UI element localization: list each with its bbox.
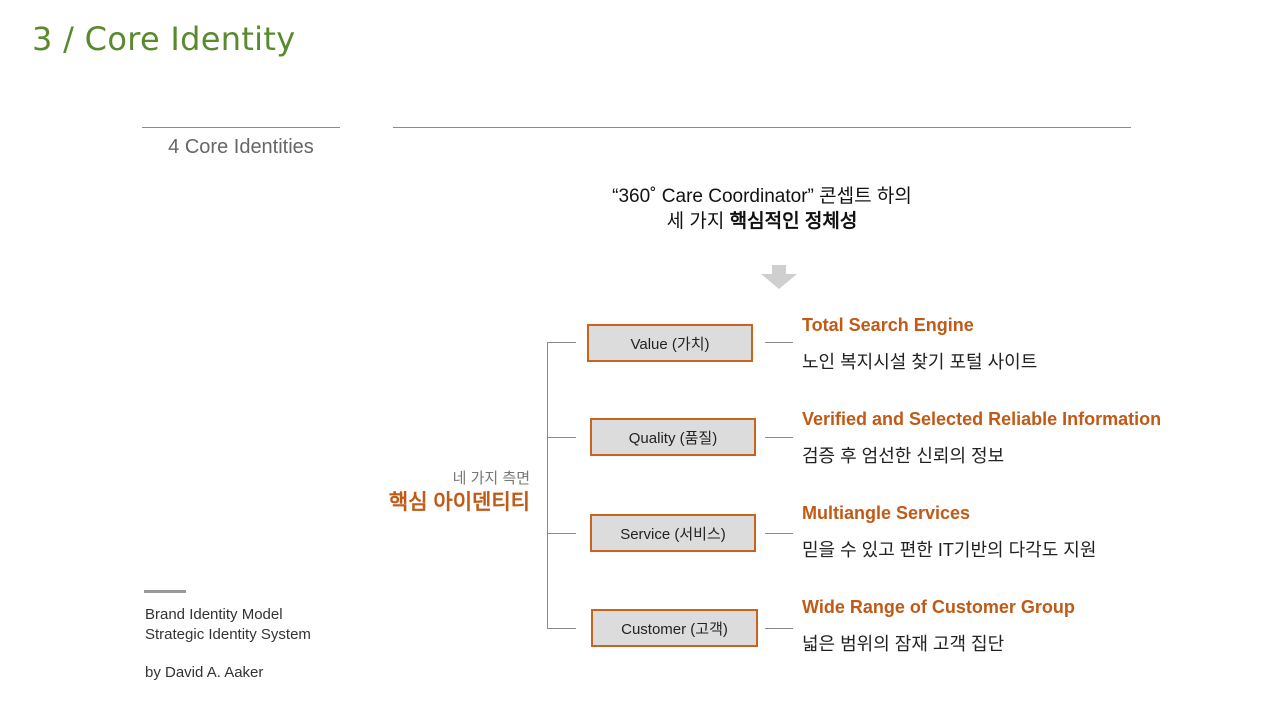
quality-description: 검증 후 엄선한 신뢰의 정보 — [802, 446, 1005, 466]
footer-system-name: Strategic Identity System — [145, 626, 311, 643]
bracket-tick-customer — [547, 628, 576, 629]
aspect-subtitle: 네 가지 측면 — [452, 470, 530, 487]
quality-title: Verified and Selected Reliable Informati… — [802, 409, 1162, 429]
footer-author: by David A. Aaker — [145, 664, 264, 681]
down-arrow-icon — [761, 265, 797, 289]
service-description: 믿을 수 있고 편한 IT기반의 다각도 지원 — [802, 540, 1097, 560]
concept-line-2: 세 가지 핵심적인 정체성 — [393, 209, 1131, 234]
value-title: Total Search Engine — [802, 315, 974, 335]
customer-description: 넓은 범위의 잠재 고객 집단 — [802, 634, 1005, 654]
bracket-tick-quality — [547, 437, 576, 438]
section-label: 4 Core Identities — [168, 136, 314, 158]
quality-box: Quality (품질) — [590, 418, 756, 456]
bracket-vertical-line — [547, 342, 548, 629]
quality-connector — [765, 437, 793, 438]
value-connector — [765, 342, 793, 343]
customer-box-label: Customer (고객) — [621, 620, 728, 638]
value-description: 노인 복지시설 찾기 포털 사이트 — [802, 352, 1038, 372]
value-box-label: Value (가치) — [630, 335, 710, 353]
service-connector — [765, 533, 793, 534]
page-title: 3 / Core Identity — [32, 20, 296, 58]
quality-box-label: Quality (품질) — [628, 429, 718, 447]
concept-line-2-prefix: 세 가지 — [666, 211, 730, 232]
bracket-tick-service — [547, 533, 576, 534]
customer-connector — [765, 628, 793, 629]
customer-box: Customer (고객) — [591, 609, 758, 647]
footer-model-name: Brand Identity Model — [145, 606, 283, 623]
section-divider-right — [393, 127, 1131, 128]
service-box: Service (서비스) — [590, 514, 756, 552]
footer-divider — [144, 590, 186, 593]
concept-statement: “360˚ Care Coordinator” 콘셉트 하의 세 가지 핵심적인… — [393, 184, 1131, 234]
bracket-tick-value — [547, 342, 576, 343]
section-divider-left — [142, 127, 340, 128]
service-title: Multiangle Services — [802, 503, 971, 523]
aspect-title: 핵심 아이덴티티 — [388, 491, 530, 514]
concept-line-1: “360˚ Care Coordinator” 콘셉트 하의 — [612, 186, 912, 207]
service-box-label: Service (서비스) — [620, 525, 726, 543]
concept-line-2-bold: 핵심적인 정체성 — [729, 211, 858, 232]
customer-title: Wide Range of Customer Group — [802, 597, 1075, 617]
value-box: Value (가치) — [587, 324, 753, 362]
